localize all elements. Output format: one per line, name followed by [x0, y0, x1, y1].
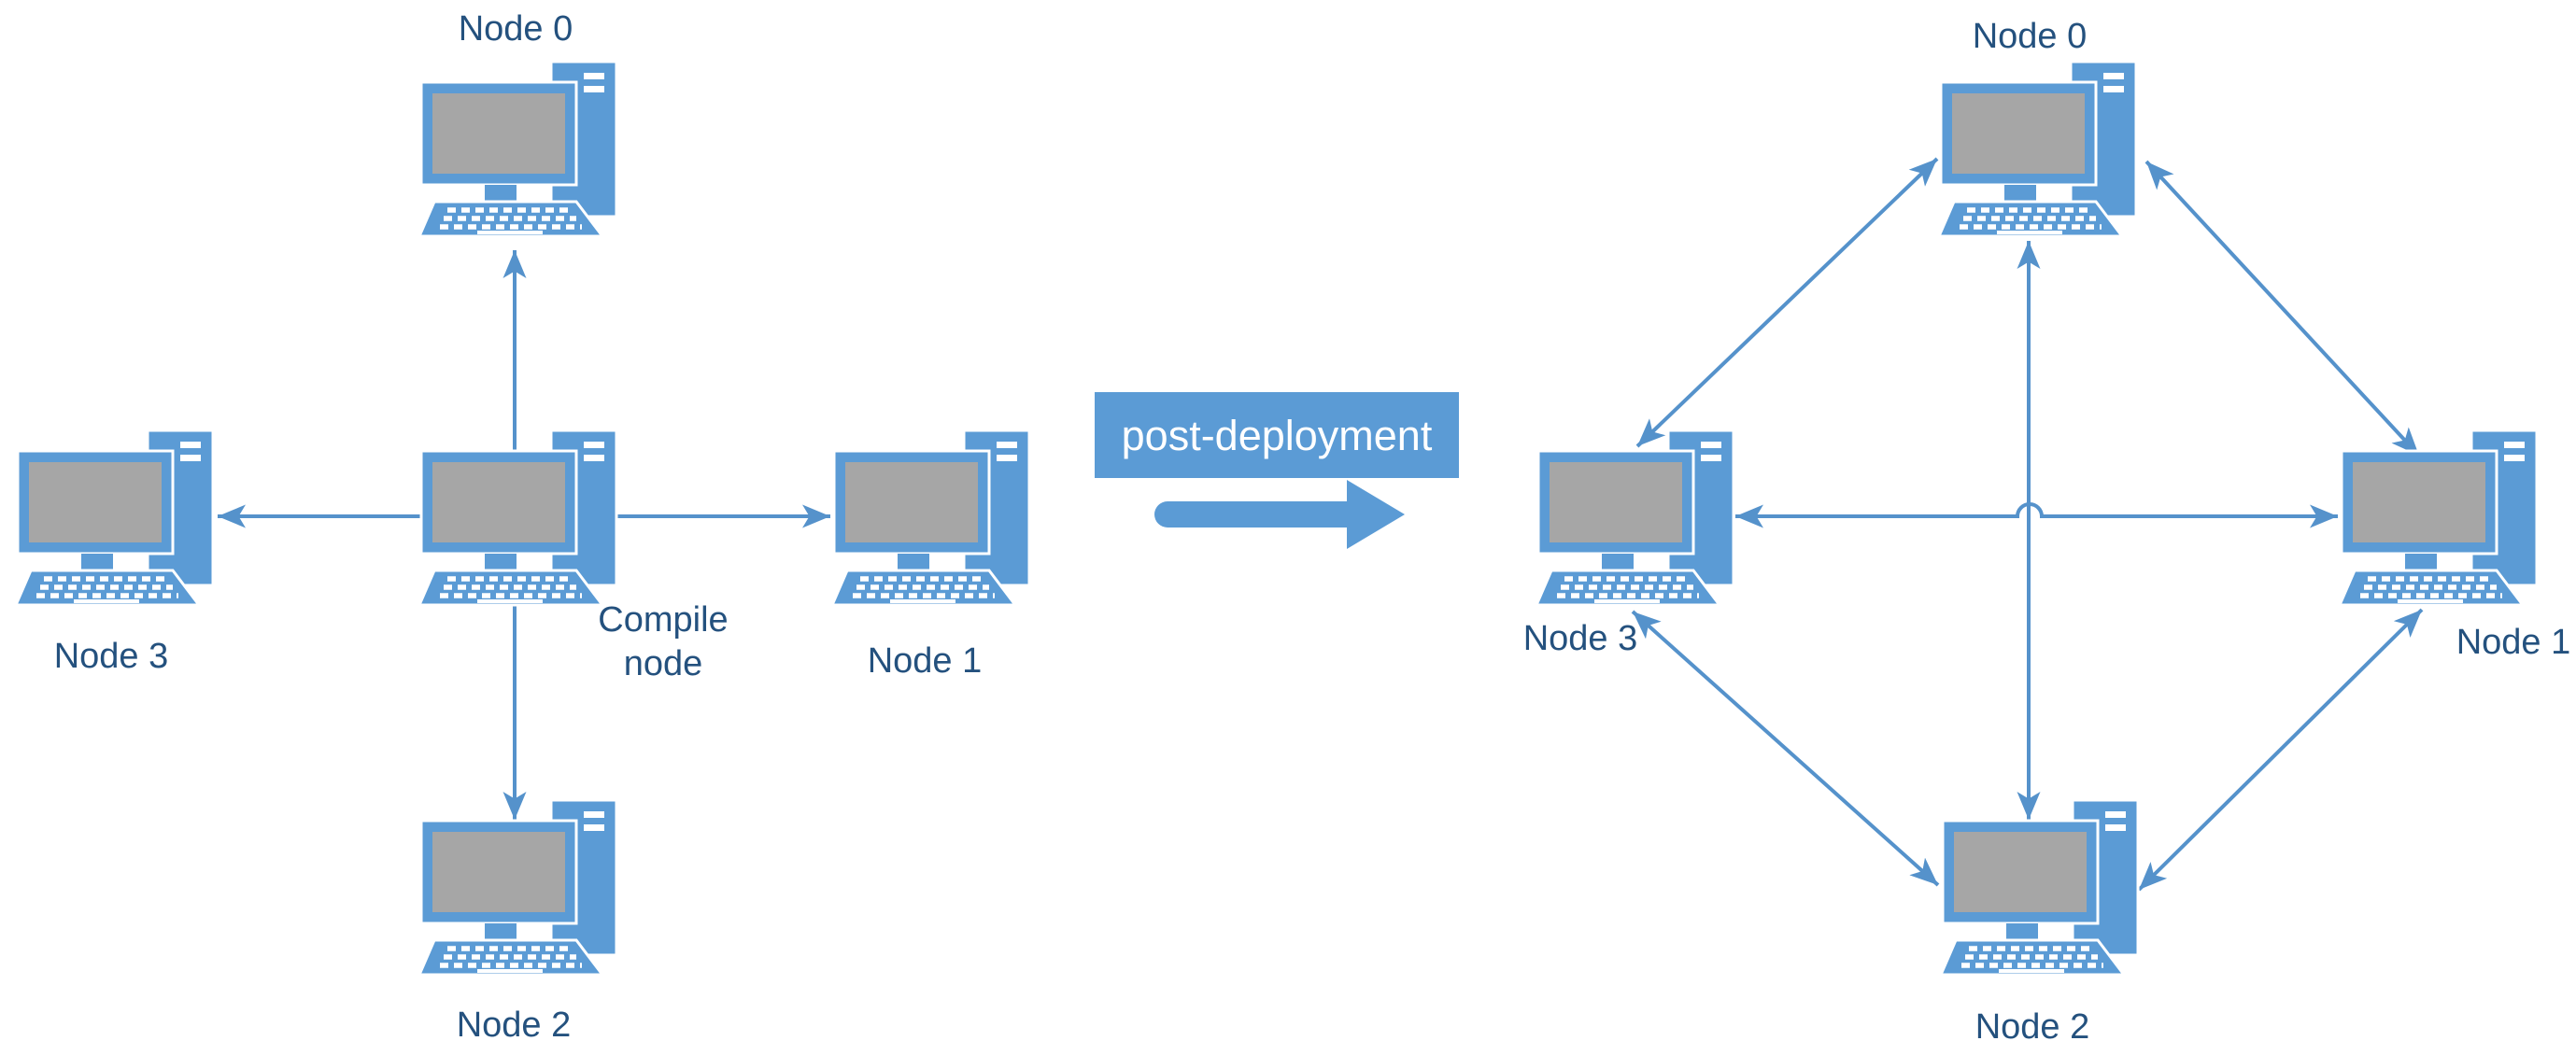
- left-node3-label: Node 3: [54, 637, 169, 676]
- right-node2-label: Node 2: [1975, 1007, 2090, 1047]
- computer-icon: [1939, 62, 2136, 236]
- edge-node0-node1: [2144, 160, 2421, 457]
- computer-icon: [1536, 430, 1734, 605]
- computer-icon: [832, 430, 1029, 605]
- left-star-diagram: Node 0 Node 3 Node 1 Node 2 Compile node: [16, 9, 1029, 1045]
- edge-node3-node1: [1735, 502, 2338, 528]
- right-mesh-diagram: Node 0 Node 3 Node 1 Node 2: [1523, 17, 2571, 1047]
- computer-icon: [419, 430, 616, 605]
- computer-icon: [419, 800, 616, 975]
- computer-icon: [16, 430, 213, 605]
- edge-node1-node2: [2137, 608, 2424, 892]
- edge-node3-node0: [1635, 157, 1939, 448]
- post-deployment-arrow: [1154, 480, 1405, 549]
- computer-icon: [2340, 430, 2537, 605]
- transition-group: post-deployment: [1095, 392, 1459, 549]
- post-deployment-label: post-deployment: [1122, 412, 1433, 459]
- left-node0-label: Node 0: [459, 9, 573, 49]
- right-node3-label: Node 3: [1523, 619, 1638, 658]
- compile-node-label-line2: node: [624, 644, 703, 683]
- right-node1-label: Node 1: [2456, 623, 2571, 662]
- left-node2-label: Node 2: [457, 1006, 572, 1045]
- computer-icon: [419, 62, 616, 236]
- edge-node3-node2: [1631, 610, 1940, 887]
- computer-icon: [1941, 800, 2138, 975]
- left-node1-label: Node 1: [868, 641, 983, 681]
- compile-node-label-line1: Compile: [598, 600, 728, 640]
- post-deployment-box: [1095, 392, 1459, 478]
- right-node0-label: Node 0: [1973, 17, 2088, 56]
